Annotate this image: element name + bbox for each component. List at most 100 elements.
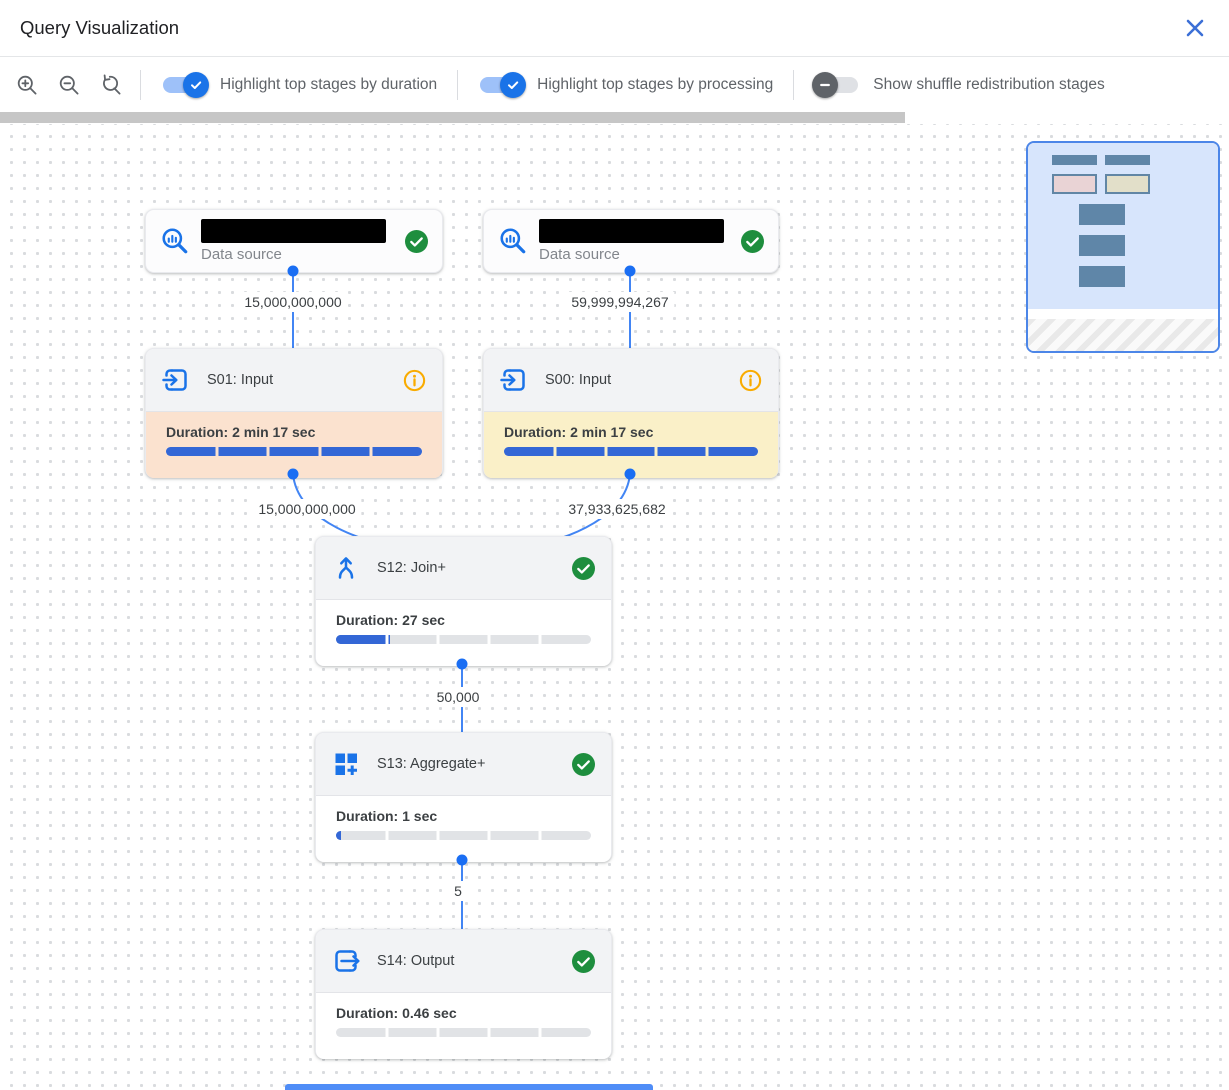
stage-title: S01: Input bbox=[207, 372, 274, 388]
stage-node-s00-input[interactable]: S00: Input Duration: 2 min 17 sec bbox=[483, 348, 779, 478]
edge-row-count: 37,933,625,682 bbox=[562, 499, 672, 519]
toggle-thumb bbox=[183, 71, 209, 98]
stage-header: S01: Input bbox=[146, 349, 442, 412]
minimap-out-of-view-area bbox=[1028, 319, 1218, 351]
duration-progress-bar bbox=[166, 447, 422, 456]
edge-connector-dot bbox=[624, 265, 636, 277]
horizontal-scrollbar-thumb[interactable] bbox=[0, 112, 905, 123]
toggle-group-processing: Highlight top stages by processing bbox=[458, 71, 793, 98]
toolbar-divider bbox=[457, 69, 459, 100]
minimap-node bbox=[1079, 204, 1125, 225]
stage-metrics: Duration: 2 min 17 sec bbox=[146, 412, 442, 478]
bigquery-data-source-icon bbox=[498, 226, 528, 256]
minimap-node bbox=[1105, 155, 1150, 165]
graph-minimap[interactable] bbox=[1026, 141, 1220, 353]
toggle-label: Highlight top stages by processing bbox=[537, 75, 774, 93]
stage-title: S00: Input bbox=[545, 372, 612, 388]
zoom-in-button[interactable] bbox=[14, 72, 40, 98]
stage-metrics: Duration: 27 sec bbox=[316, 600, 611, 666]
clipped-bottom-element bbox=[285, 1084, 653, 1090]
stage-metrics: Duration: 0.46 sec bbox=[316, 993, 611, 1059]
data-source-node[interactable]: Data source bbox=[145, 209, 443, 273]
toggle-group-shuffle: Show shuffle redistribution stages bbox=[794, 71, 1125, 98]
toggle-show-shuffle[interactable] bbox=[812, 71, 860, 98]
toggle-label: Highlight top stages by duration bbox=[220, 75, 438, 93]
edge-row-count: 50,000 bbox=[430, 687, 486, 707]
dialog-header: Query Visualization bbox=[0, 0, 1229, 57]
check-icon bbox=[191, 80, 202, 89]
stage-metrics: Duration: 1 sec bbox=[316, 796, 611, 862]
success-check-icon bbox=[572, 949, 595, 973]
progress-fill bbox=[504, 447, 758, 456]
edge-connector-dot bbox=[287, 468, 299, 480]
data-source-info: Data source bbox=[539, 219, 741, 263]
zoom-controls bbox=[0, 72, 140, 98]
stage-duration: Duration: 1 sec bbox=[336, 808, 438, 824]
stage-duration: Duration: 0.46 sec bbox=[336, 1005, 457, 1021]
redacted-table-name bbox=[201, 219, 386, 243]
horizontal-scrollbar bbox=[0, 112, 1229, 124]
toggle-thumb bbox=[812, 71, 839, 98]
edge-row-count: 15,000,000,000 bbox=[238, 292, 348, 312]
stage-duration: Duration: 27 sec bbox=[336, 612, 445, 628]
stage-node-s13-aggregate[interactable]: S13: Aggregate+ Duration: 1 sec bbox=[315, 732, 612, 862]
duration-progress-bar bbox=[336, 1028, 591, 1037]
stage-header: S00: Input bbox=[484, 349, 778, 412]
data-source-label: Data source bbox=[539, 246, 620, 263]
stage-node-s14-output[interactable]: S14: Output Duration: 0.46 sec bbox=[315, 929, 612, 1059]
edge-row-count: 5 bbox=[448, 881, 468, 901]
data-source-node[interactable]: Data source bbox=[483, 209, 779, 273]
progress-fill bbox=[166, 447, 422, 456]
edge-connector-dot bbox=[624, 468, 636, 480]
data-source-info: Data source bbox=[201, 219, 405, 263]
stage-duration: Duration: 2 min 17 sec bbox=[504, 424, 654, 440]
redacted-table-name bbox=[539, 219, 724, 243]
stage-duration: Duration: 2 min 17 sec bbox=[166, 424, 316, 440]
stage-node-s12-join[interactable]: S12: Join+ Duration: 27 sec bbox=[315, 536, 612, 666]
zoom-reset-icon bbox=[100, 74, 122, 99]
edge-row-count: 15,000,000,000 bbox=[252, 499, 362, 519]
edge-row-count: 59,999,994,267 bbox=[565, 292, 675, 312]
zoom-in-icon bbox=[16, 75, 38, 99]
success-check-icon bbox=[405, 229, 428, 253]
minimap-node-highlight-duration bbox=[1052, 174, 1097, 194]
edge-connector-dot bbox=[287, 265, 299, 277]
page-title: Query Visualization bbox=[20, 17, 180, 38]
close-button[interactable] bbox=[1179, 12, 1211, 44]
toggle-group-duration: Highlight top stages by duration bbox=[141, 71, 457, 98]
minimap-node bbox=[1079, 235, 1125, 256]
stage-header: S14: Output bbox=[316, 930, 611, 993]
join-icon bbox=[332, 554, 360, 582]
toggle-thumb bbox=[500, 71, 527, 98]
toggle-highlight-duration[interactable] bbox=[161, 71, 209, 98]
toolbar-divider bbox=[793, 69, 795, 100]
duration-progress-bar bbox=[336, 831, 591, 840]
duration-progress-bar bbox=[504, 447, 758, 456]
info-icon bbox=[739, 369, 762, 392]
bigquery-data-source-icon bbox=[160, 226, 190, 256]
input-icon bbox=[500, 366, 528, 394]
output-icon bbox=[332, 947, 360, 975]
zoom-out-button[interactable] bbox=[56, 72, 82, 98]
success-check-icon bbox=[741, 229, 764, 253]
data-source-label: Data source bbox=[201, 246, 282, 263]
duration-progress-bar bbox=[336, 635, 591, 644]
graph-canvas[interactable]: 15,000,000,000 59,999,994,267 15,000,000… bbox=[0, 124, 1229, 1090]
toggle-highlight-processing[interactable] bbox=[478, 71, 527, 98]
aggregate-icon bbox=[332, 750, 360, 778]
info-icon bbox=[403, 369, 426, 392]
progress-fill bbox=[336, 635, 390, 644]
stage-header: S12: Join+ bbox=[316, 537, 611, 600]
input-icon bbox=[162, 366, 190, 394]
stage-header: S13: Aggregate+ bbox=[316, 733, 611, 796]
zoom-reset-button[interactable] bbox=[98, 72, 124, 98]
check-icon bbox=[508, 80, 519, 89]
stage-metrics: Duration: 2 min 17 sec bbox=[484, 412, 778, 478]
edge-connector-dot bbox=[456, 658, 468, 670]
close-icon bbox=[1183, 19, 1207, 43]
stage-node-s01-input[interactable]: S01: Input Duration: 2 min 17 sec bbox=[145, 348, 443, 478]
stage-title: S14: Output bbox=[377, 953, 455, 969]
minimap-node bbox=[1079, 266, 1125, 287]
success-check-icon bbox=[572, 752, 595, 776]
